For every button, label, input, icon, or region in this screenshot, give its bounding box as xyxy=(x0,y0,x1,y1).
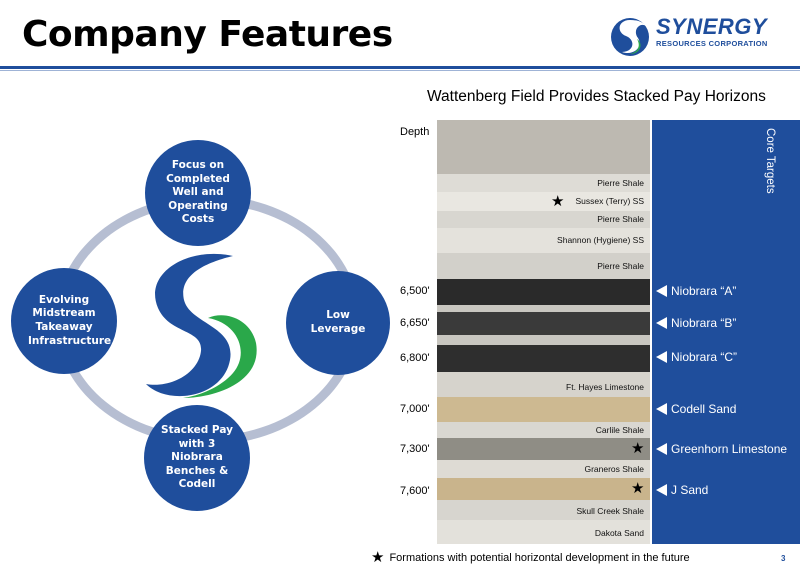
formation-label: Ft. Hayes Limestone xyxy=(566,382,644,392)
node-low-leverage-label: Low Leverage xyxy=(310,309,366,335)
node-low-leverage: Low Leverage xyxy=(286,271,390,375)
formation-label: Carlile Shale xyxy=(595,425,644,435)
core-layer-pierre-3: Pierre Shale xyxy=(437,253,650,279)
core-strip-top xyxy=(437,120,650,174)
star-icon: ★ xyxy=(371,549,385,566)
core-targets-label: Core Targets xyxy=(764,128,776,194)
node-midstream: Evolving Midstream Takeaway Infrastructu… xyxy=(11,268,117,374)
target-label: Codell Sand xyxy=(671,402,737,416)
target-label: J Sand xyxy=(671,483,709,497)
target-niobrara-a: Niobrara “A” xyxy=(656,284,736,298)
core-layer-j-sand xyxy=(437,478,650,500)
pointer-arrow-icon xyxy=(656,317,667,329)
node-operating-costs: Focus on Completed Well and Operating Co… xyxy=(145,140,251,246)
depth-header: Depth xyxy=(400,126,430,138)
formation-label: Pierre Shale xyxy=(597,261,644,271)
core-layer-skull-creek: Skull Creek Shale xyxy=(437,500,650,520)
core-targets-panel xyxy=(652,120,800,544)
target-codell: Codell Sand xyxy=(656,402,736,416)
core-layer-sussex: Sussex (Terry) SS xyxy=(437,192,650,211)
target-j-sand: J Sand xyxy=(656,483,708,497)
core-layer-ft-hayes: Ft. Hayes Limestone xyxy=(437,372,650,397)
core-layer-niobrara-b xyxy=(437,312,650,335)
target-label: Niobrara “A” xyxy=(671,284,737,298)
pointer-arrow-icon xyxy=(656,484,667,496)
star-icon: ★ xyxy=(631,440,645,457)
core-layer-graneros: Graneros Shale xyxy=(437,460,650,478)
core-layer-pierre-2: Pierre Shale xyxy=(437,211,650,228)
logo-wordmark: SYNERGY xyxy=(656,14,768,39)
star-icon: ★ xyxy=(551,193,565,210)
core-layer-niobrara-c xyxy=(437,345,650,372)
page-title: Company Features xyxy=(22,14,393,55)
pointer-arrow-icon xyxy=(656,285,667,297)
depth-label: 7,000' xyxy=(400,403,430,415)
core-gap-2 xyxy=(437,335,650,345)
core-layer-codell xyxy=(437,397,650,422)
synergy-logo-icon xyxy=(611,18,649,56)
formation-label: Pierre Shale xyxy=(597,214,644,224)
core-layer-shannon: Shannon (Hygiene) SS xyxy=(437,228,650,253)
target-label: Greenhorn Limestone xyxy=(671,442,788,456)
formation-label: Shannon (Hygiene) SS xyxy=(557,235,644,245)
star-icon: ★ xyxy=(631,480,645,497)
s-swirl-icon xyxy=(146,253,257,398)
depth-label: 7,300' xyxy=(400,443,430,455)
target-label: Niobrara “C” xyxy=(671,350,738,364)
core-layer-greenhorn xyxy=(437,438,650,460)
pointer-arrow-icon xyxy=(656,351,667,363)
depth-label: 6,650' xyxy=(400,317,430,329)
node-stacked-pay-label: Stacked Pay with 3 Niobrara Benches & Co… xyxy=(161,423,233,491)
depth-label: 7,600' xyxy=(400,485,430,497)
logo-subtext: RESOURCES CORPORATION xyxy=(656,39,768,48)
target-greenhorn: Greenhorn Limestone xyxy=(656,442,787,456)
target-label: Niobrara “B” xyxy=(671,316,737,330)
target-niobrara-b: Niobrara “B” xyxy=(656,316,736,330)
pointer-arrow-icon xyxy=(656,443,667,455)
depth-label: 6,500' xyxy=(400,285,430,297)
node-midstream-label: Evolving Midstream Takeaway Infrastructu… xyxy=(28,293,112,347)
core-layer-pierre-1: Pierre Shale xyxy=(437,174,650,192)
core-layer-dakota: Dakota Sand xyxy=(437,520,650,544)
core-layer-niobrara-a xyxy=(437,279,650,305)
stratigraphy-subtitle: Wattenberg Field Provides Stacked Pay Ho… xyxy=(427,88,766,105)
formation-label: Dakota Sand xyxy=(594,528,644,538)
node-operating-costs-label: Focus on Completed Well and Operating Co… xyxy=(166,158,230,226)
formation-label: Skull Creek Shale xyxy=(576,506,644,516)
formation-label: Sussex (Terry) SS xyxy=(575,196,645,206)
node-stacked-pay: Stacked Pay with 3 Niobrara Benches & Co… xyxy=(144,405,250,511)
core-layer-carlile: Carlile Shale xyxy=(437,422,650,438)
formation-label: Pierre Shale xyxy=(597,178,644,188)
title-divider xyxy=(0,66,800,69)
pointer-arrow-icon xyxy=(656,403,667,415)
core-gap-1 xyxy=(437,305,650,312)
depth-label: 6,800' xyxy=(400,352,430,364)
formation-label: Graneros Shale xyxy=(584,464,644,474)
footnote-text: Formations with potential horizontal dev… xyxy=(389,551,690,564)
page-number: 3 xyxy=(781,554,786,563)
target-niobrara-c: Niobrara “C” xyxy=(656,350,737,364)
title-divider-thin xyxy=(0,70,800,71)
footnote: ★ Formations with potential horizontal d… xyxy=(371,550,690,565)
